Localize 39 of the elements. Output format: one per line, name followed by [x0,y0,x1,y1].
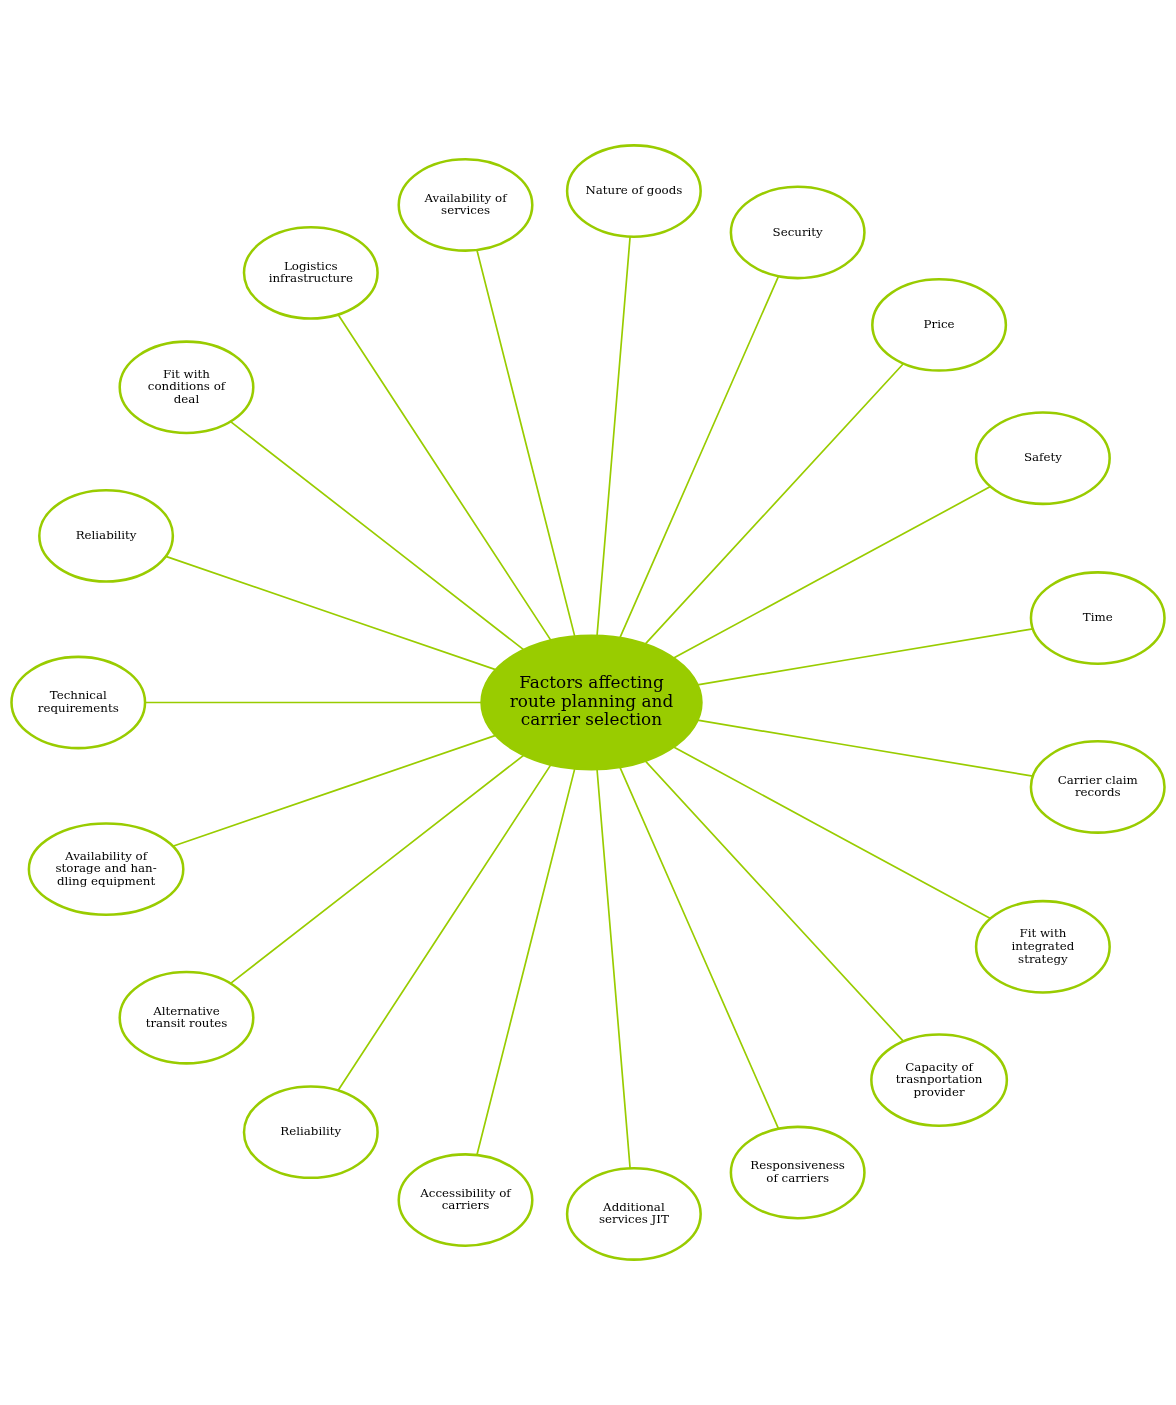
connector [171,734,497,848]
node-ellipse: Reliability [242,1085,379,1180]
node-ellipse: Nature of goods [565,144,702,238]
node-ellipse: Alternative transit routes [118,970,255,1065]
connector [229,754,525,985]
connector [672,485,992,659]
connector [229,420,525,651]
connector [476,249,576,637]
node-ellipse: Fit with conditions of deal [118,340,255,435]
node-ellipse: Capacity of trasnportation provider [870,1033,1009,1127]
node-ellipse: Availability of services [397,158,534,252]
node-ellipse: Additional services JIT [565,1167,702,1261]
connector [596,768,631,1170]
node-ellipse: Security [729,185,866,280]
connector [619,766,780,1130]
node-ellipse: Technical requirements [10,655,147,750]
node-ellipse: Time [1029,571,1166,665]
node-ellipse: Factors affecting route planning and carrier selection [480,634,703,771]
connector [672,746,992,920]
node-ellipse: Availability of storage and han- dling equipment [27,822,185,917]
connector [696,719,1034,777]
node-ellipse: Carrier claim records [1029,740,1166,834]
node-ellipse: Reliability [38,488,175,583]
connector [337,313,552,642]
connector [644,760,905,1042]
connector [165,555,497,671]
node-ellipse: Logistics infrastructure [242,225,379,320]
connector [619,275,780,639]
node-ellipse: Safety [974,411,1111,506]
node-ellipse: Fit with integrated strategy [974,899,1111,994]
connector [696,628,1034,686]
connector [644,362,905,645]
connector [144,701,483,704]
node-ellipse: Responsiveness of carriers [729,1125,866,1220]
connector [337,763,552,1092]
connector [476,768,576,1156]
node-ellipse: Accessibility of carriers [397,1153,534,1247]
connector [596,235,631,637]
node-ellipse: Price [871,278,1008,372]
